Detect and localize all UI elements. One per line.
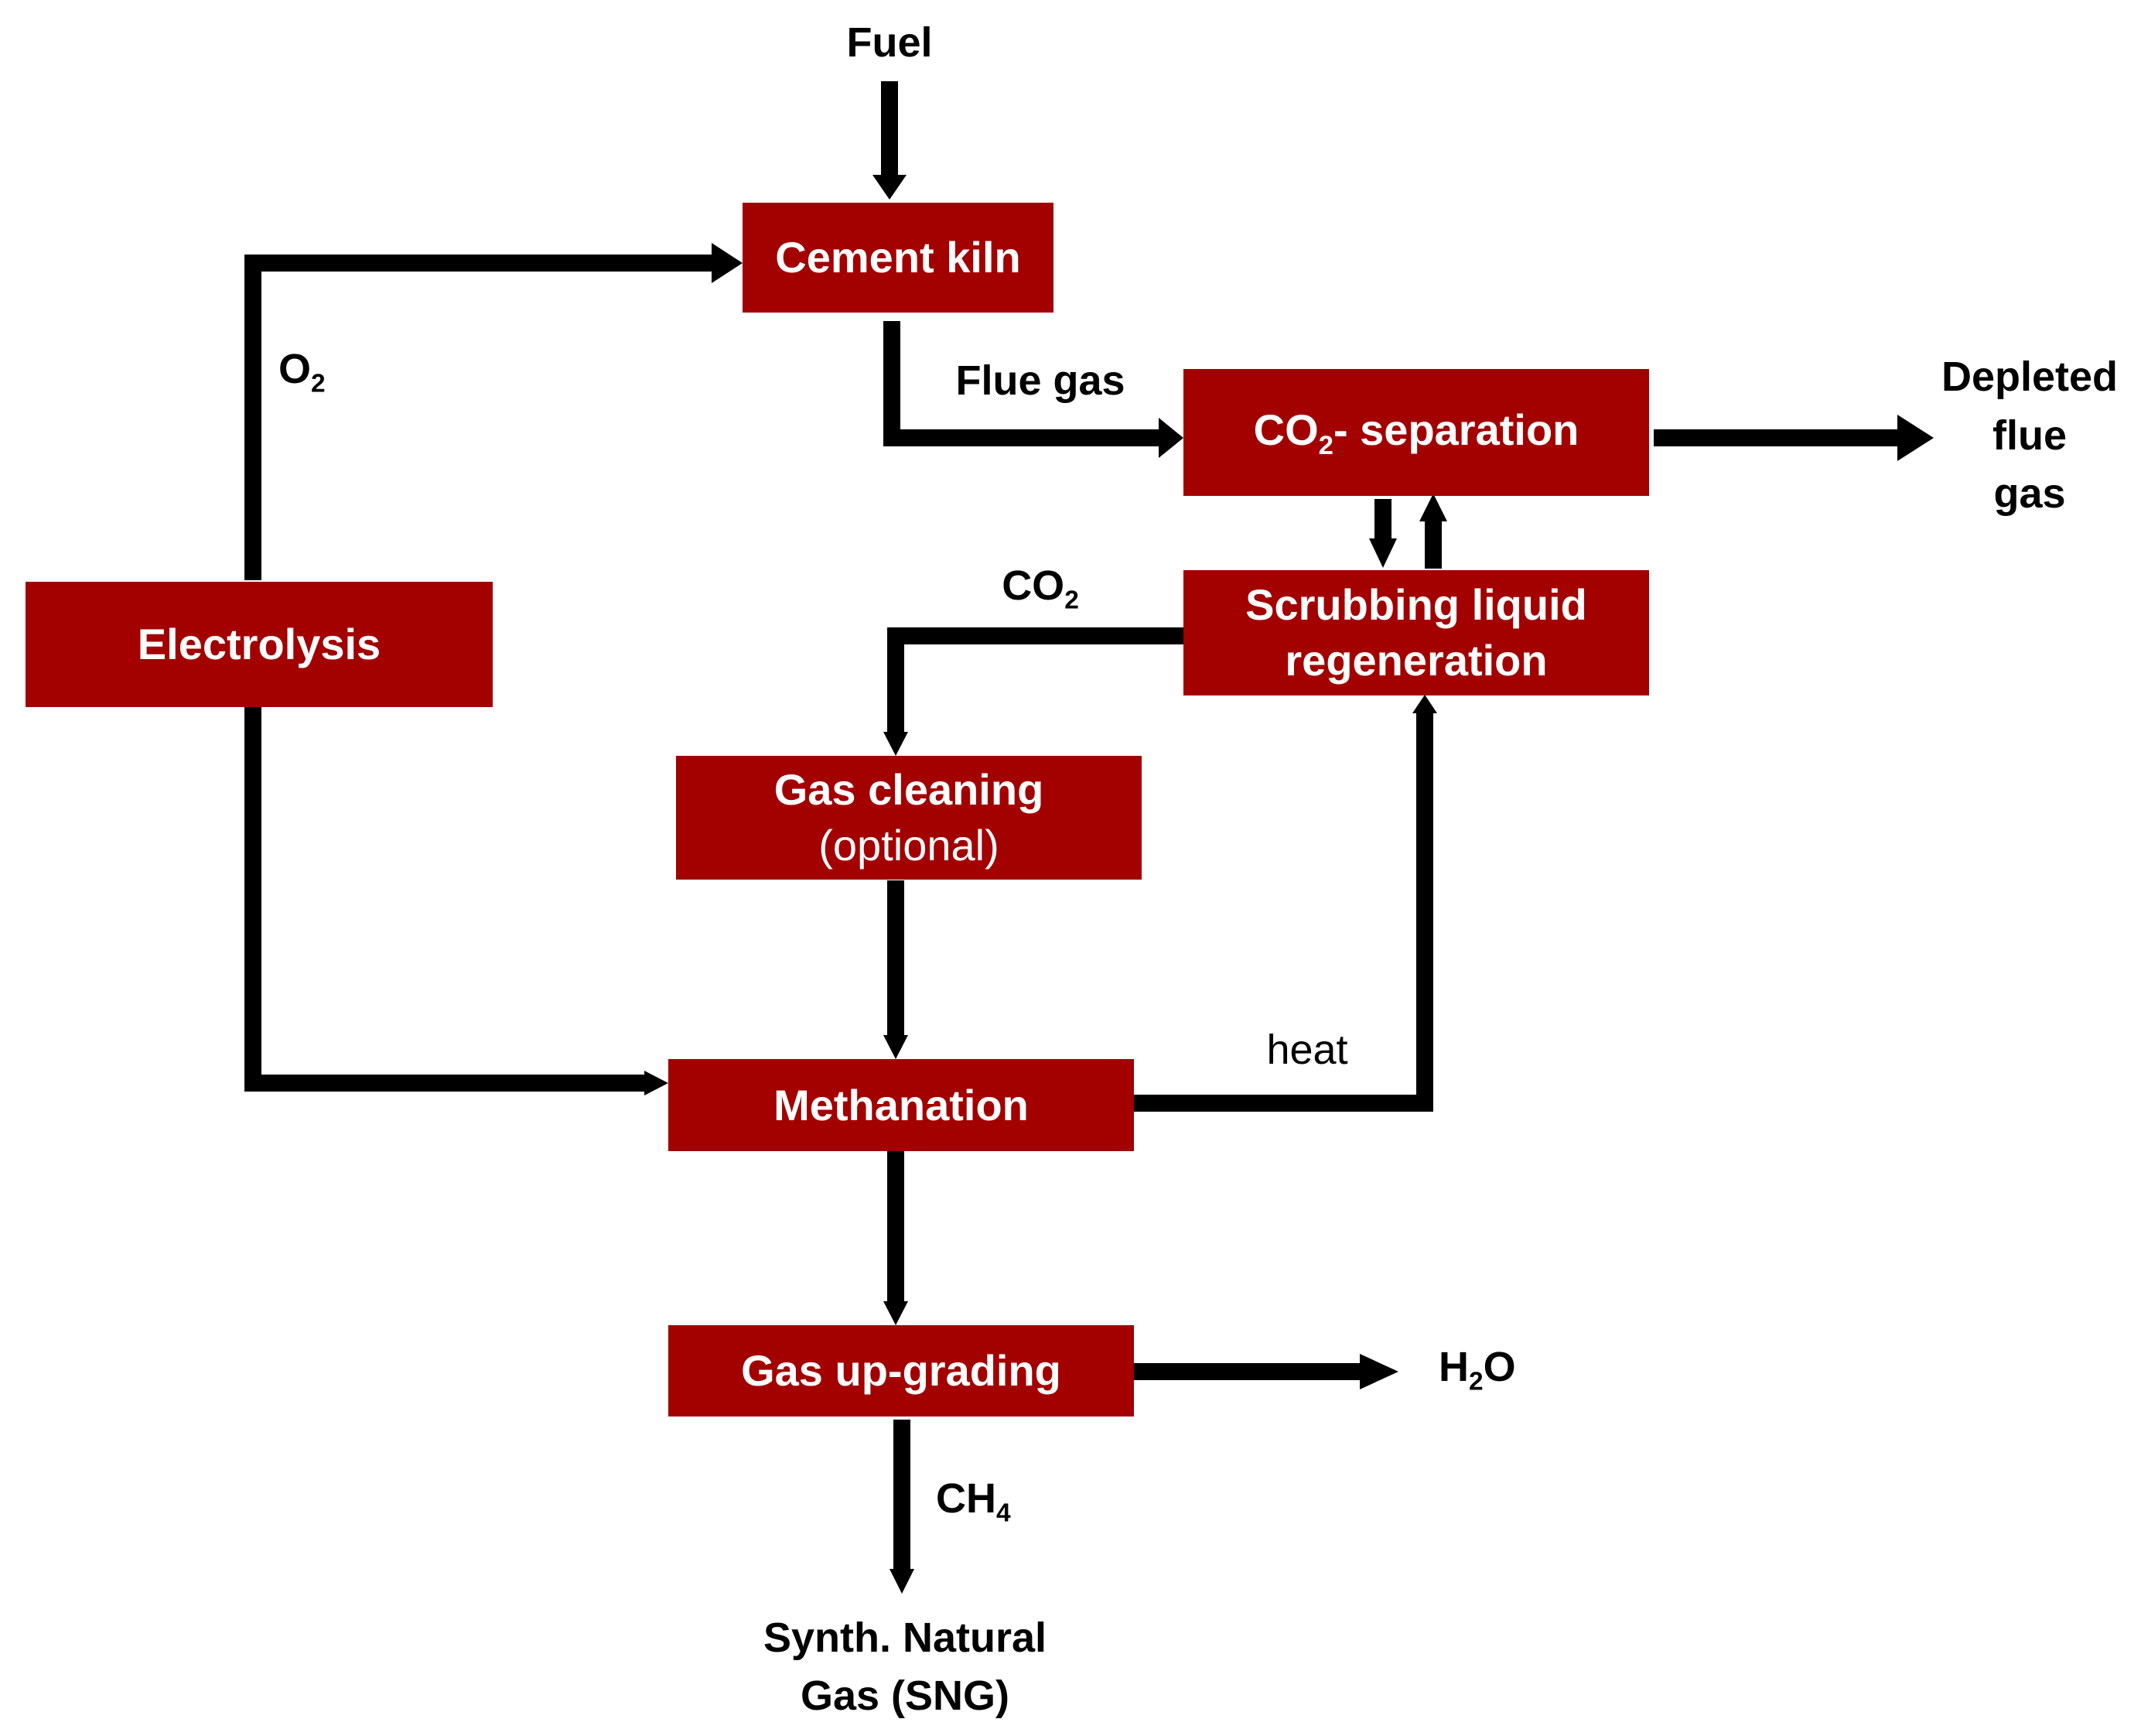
heat-label: heat — [1266, 1027, 1348, 1073]
methanation-label: Methanation — [773, 1080, 1029, 1129]
arrowhead-separation-left — [1159, 418, 1183, 458]
electrolysis-box: Electrolysis — [26, 582, 493, 707]
arrowhead-cleaning-top — [883, 732, 908, 756]
gas-cleaning-label-line2: (optional) — [818, 821, 999, 870]
cement-kiln-label: Cement kiln — [775, 233, 1021, 282]
arrowhead-methanation-left — [644, 1071, 668, 1095]
arrow-electrolysis-to-kiln — [244, 255, 713, 580]
sng-label: Synth. Natural Gas (SNG) — [712, 1609, 1098, 1724]
scrubbing-regeneration-box: Scrubbing liquid regeneration — [1183, 570, 1649, 695]
arrowhead-kiln-top — [872, 175, 907, 200]
gas-upgrading-label: Gas up-grading — [741, 1346, 1061, 1396]
cement-kiln-box: Cement kiln — [743, 203, 1053, 313]
co2-label: CO2 — [1002, 562, 1079, 615]
fuel-label: Fuel — [846, 19, 933, 66]
arrow-electrolysis-to-methanation — [244, 704, 646, 1092]
co2-separation-label: CO2- separation — [1253, 405, 1579, 460]
gas-upgrading-box: Gas up-grading — [668, 1325, 1134, 1416]
arrow-methanation-heat-to-scrubbing — [1134, 712, 1433, 1112]
electrolysis-label: Electrolysis — [137, 620, 381, 669]
arrowhead-methanation-top — [883, 1035, 908, 1059]
arrowhead-depleted — [1897, 415, 1934, 461]
sng-line1: Synth. Natural — [763, 1615, 1047, 1661]
arrowhead-scrubbing-down — [1369, 538, 1397, 568]
ch4-label: CH4 — [936, 1475, 1011, 1528]
depleted-flue-gas-label: Depleted flue gas — [1918, 348, 2141, 524]
o2-label: O2 — [278, 346, 326, 398]
arrowhead-scrubbing-bottom — [1412, 695, 1437, 713]
arrow-kiln-to-separation — [883, 321, 1160, 446]
sng-line2: Gas (SNG) — [800, 1672, 1010, 1719]
arrowhead-upgrading-top — [883, 1301, 908, 1325]
arrowhead-kiln-left — [712, 243, 743, 283]
flue-gas-label: Flue gas — [955, 357, 1125, 404]
scrubbing-label-line1: Scrubbing liquid — [1245, 580, 1587, 630]
gas-cleaning-box: Gas cleaning (optional) — [676, 756, 1142, 880]
co2-separation-box: CO2- separation — [1183, 369, 1649, 496]
arrow-scrubbing-to-cleaning — [887, 627, 1183, 733]
scrubbing-label-line2: regeneration — [1285, 636, 1548, 685]
arrowhead-separation-up — [1419, 494, 1447, 521]
depleted-line2: flue — [1992, 412, 2067, 459]
depleted-line1: Depleted — [1941, 354, 2119, 400]
methanation-box: Methanation — [668, 1059, 1134, 1151]
arrowhead-sng — [890, 1569, 914, 1594]
gas-cleaning-label-line1: Gas cleaning — [773, 765, 1044, 815]
depleted-line3: gas — [1993, 470, 2066, 518]
arrowhead-h2o — [1360, 1354, 1398, 1389]
h2o-label: H2O — [1439, 1344, 1516, 1396]
